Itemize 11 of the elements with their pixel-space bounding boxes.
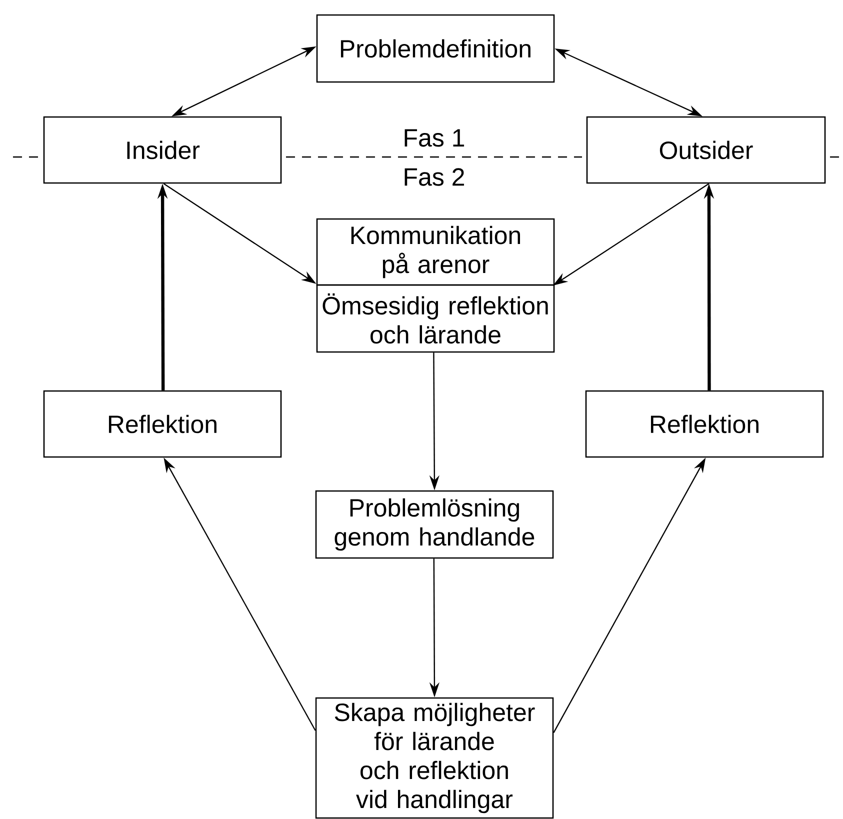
- process-box: Kommunikation på arenor: [316, 218, 555, 286]
- process-box: Outsider: [586, 116, 826, 184]
- process-box: Reflektion: [43, 390, 282, 458]
- phase-label: Fas 1: [404, 129, 464, 147]
- process-box: Skapa möjligheter för lärande och reflektion vid handlingar: [315, 697, 554, 819]
- process-box: Problemdefinition: [316, 14, 555, 83]
- process-box: Reflektion: [585, 390, 824, 458]
- process-box: Insider: [43, 116, 282, 184]
- process-box: Problemlösning genom handlande: [315, 490, 554, 559]
- phase-label: Fas 2: [404, 168, 464, 186]
- process-box: Ömsesidig reflektion och lärande: [316, 284, 555, 353]
